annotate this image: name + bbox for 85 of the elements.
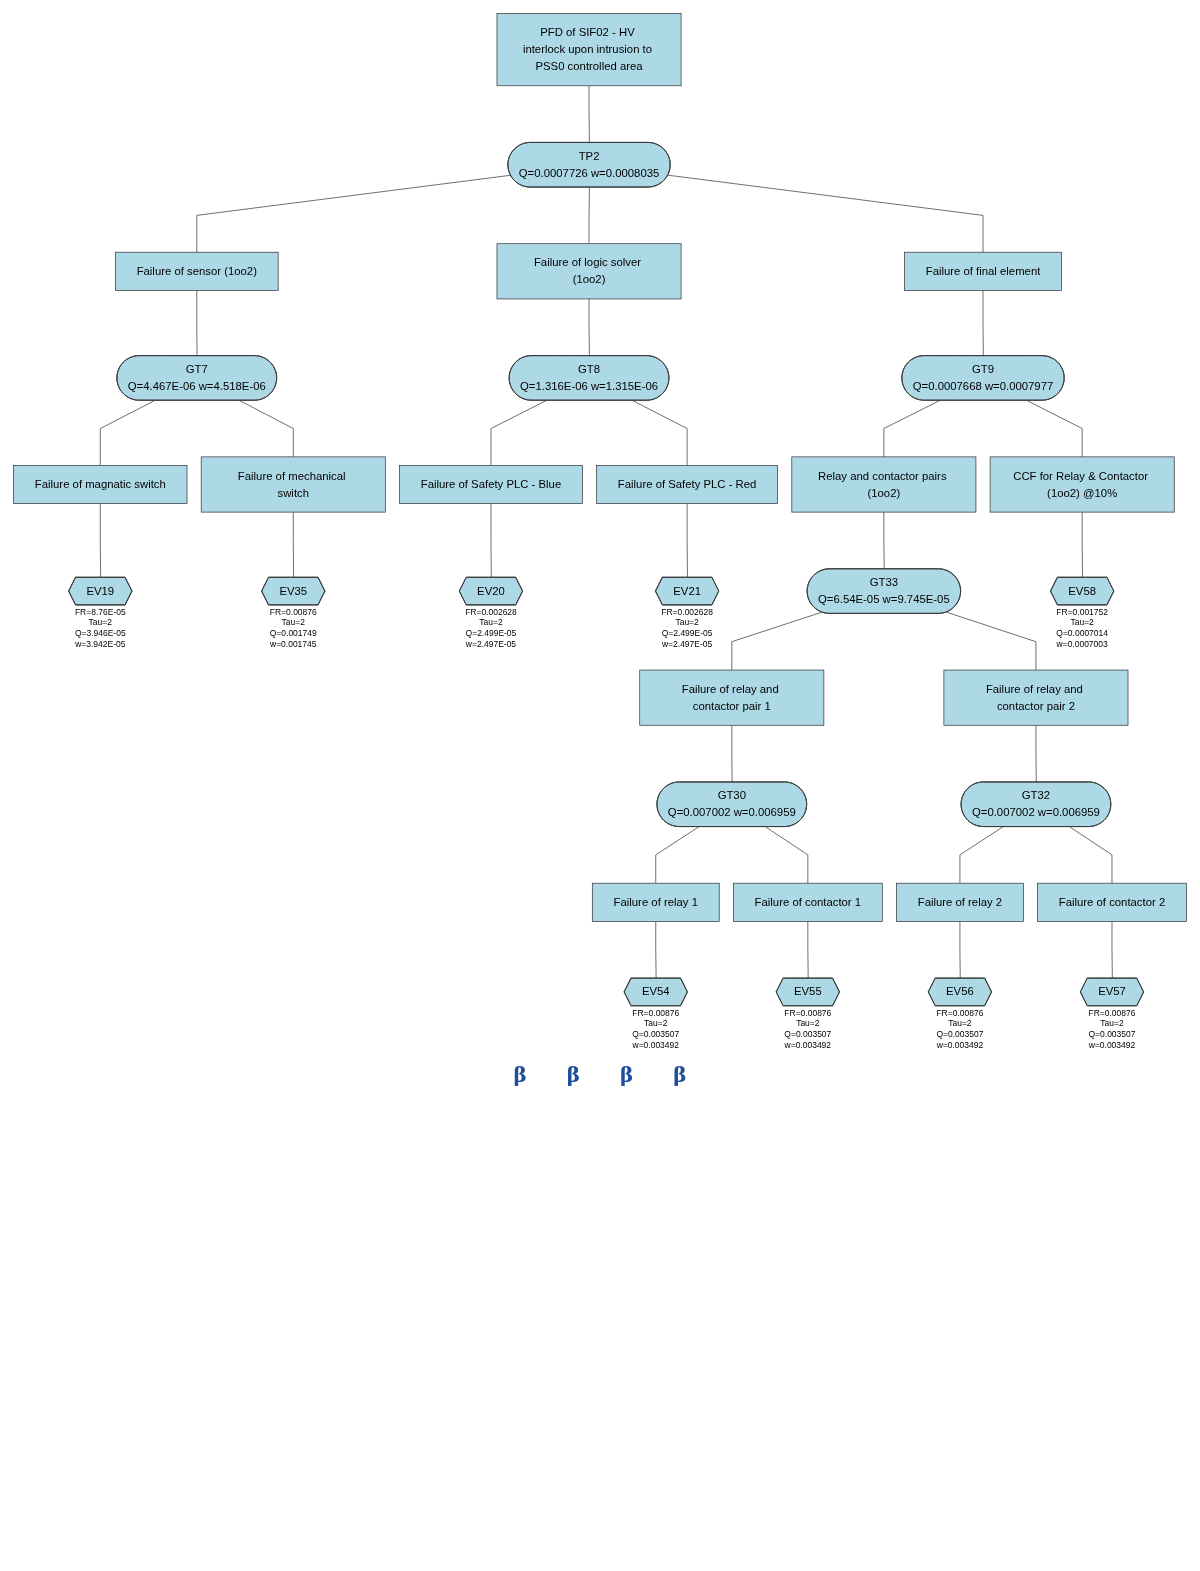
node-box: Failure of relay 2 — [896, 882, 1024, 922]
event-value-text: w=0.003492 — [784, 1039, 832, 1050]
event-value-text: w=2.497E-05 — [465, 638, 517, 649]
event-value-text: Tau=2 — [1070, 617, 1094, 628]
event-value-text: Q=0.001749 — [269, 628, 317, 639]
connector — [588, 298, 590, 357]
connector — [490, 400, 547, 466]
event-value-text: FR=0.002628 — [465, 606, 517, 617]
event-value-text: Tau=2 — [281, 617, 305, 628]
node-box: Failure of contactor 2 — [1037, 882, 1187, 922]
node-box: Failure of relay and contactor pair 1 — [639, 669, 825, 726]
event-value-text: Q=2.499E-05 — [465, 628, 517, 639]
node-box: Failure of Safety PLC - Blue — [399, 465, 583, 504]
connector — [655, 921, 657, 979]
connector — [196, 174, 512, 253]
event-value-text: Tau=2 — [88, 617, 112, 628]
connector — [731, 611, 823, 671]
event-value-text: Q=0.003507 — [784, 1028, 832, 1039]
node-box: CCF for Relay & Contactor (1oo2) @10% — [989, 456, 1175, 513]
node-box: Failure of magnatic switch — [13, 465, 188, 504]
node-box: Failure of mechanical switch — [200, 456, 386, 513]
event-value-text: Q=0.003507 — [1088, 1028, 1136, 1039]
event-value-text: FR=0.00876 — [269, 606, 317, 617]
connector — [807, 921, 809, 979]
connector — [588, 85, 590, 144]
connector — [655, 826, 699, 884]
node-box: Failure of sensor (1oo2) — [115, 251, 279, 291]
connector — [946, 611, 1037, 671]
event-value-text: Tau=2 — [948, 1018, 972, 1029]
connector — [1069, 826, 1113, 884]
event-value-text: Tau=2 — [1100, 1018, 1124, 1029]
event-value-text: w=0.0007003 — [1056, 638, 1108, 649]
event-value-text: Q=3.946E-05 — [74, 628, 126, 639]
event-value-text: FR=0.00876 — [936, 1007, 984, 1018]
connector — [196, 290, 198, 357]
connector — [959, 921, 961, 979]
connector — [959, 826, 1004, 884]
connector — [686, 503, 688, 578]
event-value-text: FR=0.002628 — [661, 606, 713, 617]
node-box: Failure of relay 1 — [591, 882, 720, 922]
event-value-text: Q=2.499E-05 — [661, 628, 713, 639]
node-box: Failure of contactor 1 — [733, 882, 883, 922]
beta-symbol: β — [673, 1063, 687, 1088]
event-value-text: FR=0.001752 — [1056, 606, 1108, 617]
event-value-text: Tau=2 — [796, 1018, 820, 1029]
event-value-text: FR=8.76E-05 — [74, 606, 126, 617]
event-value-text: w=0.003492 — [632, 1039, 679, 1050]
beta-symbol: β — [566, 1063, 580, 1088]
connector — [490, 503, 492, 578]
event-value-text: FR=0.00876 — [632, 1007, 680, 1018]
connector — [883, 511, 885, 570]
connector — [588, 187, 590, 245]
node-box: Relay and contactor pairs (1oo2) — [791, 456, 977, 513]
connector — [1026, 400, 1083, 458]
event-value-text: w=0.003492 — [1088, 1039, 1136, 1050]
connector — [731, 724, 733, 783]
event-value-text: Tau=2 — [675, 617, 699, 628]
event-value-text: FR=0.00876 — [1088, 1007, 1136, 1018]
connector — [982, 290, 984, 357]
event-value-text: w=0.003492 — [936, 1039, 984, 1050]
connector — [239, 400, 294, 458]
connector — [765, 826, 809, 884]
node-box: Failure of logic solver (1oo2) — [496, 243, 682, 300]
connector — [1035, 724, 1037, 783]
beta-symbol: β — [620, 1063, 634, 1088]
event-value-text: w=3.942E-05 — [75, 638, 126, 649]
node-box: Failure of relay and contactor pair 2 — [943, 669, 1129, 726]
event-value-text: w=0.001745 — [270, 638, 317, 649]
node-box: PFD of SIF02 - HV interlock upon intrusion to PSS0 controlled area — [496, 13, 682, 87]
node-box: Failure of final element — [904, 251, 1062, 291]
event-value-text: Q=0.003507 — [632, 1028, 680, 1039]
event-value-text: w=2.497E-05 — [662, 638, 713, 649]
connector — [99, 503, 101, 578]
event-value-text: FR=0.00876 — [784, 1007, 832, 1018]
connector — [1111, 921, 1113, 979]
connector — [1081, 511, 1083, 578]
event-value-text: Q=0.003507 — [936, 1028, 984, 1039]
connector — [292, 511, 294, 578]
event-value-text: Tau=2 — [644, 1018, 668, 1029]
connector — [883, 400, 941, 458]
connector — [667, 174, 984, 253]
event-value-text: Tau=2 — [479, 617, 503, 628]
beta-symbol: β — [513, 1063, 527, 1088]
event-value-text: Q=0.0007014 — [1056, 628, 1108, 639]
node-box: Failure of Safety PLC - Red — [596, 465, 778, 504]
